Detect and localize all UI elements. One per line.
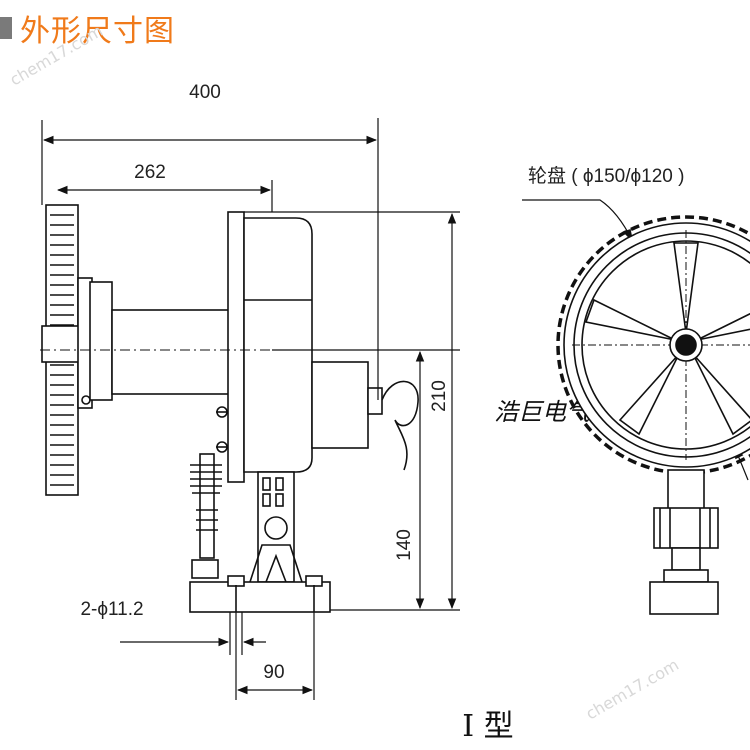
dim-height-base: 140 [394, 529, 415, 561]
dim-hole-spec: 2-ϕ11.2 [80, 599, 143, 620]
dim-shaft-length: 262 [134, 162, 166, 183]
dim-height-total: 210 [429, 380, 450, 412]
dim-overall-length: 400 [189, 82, 221, 103]
dim-hole-spacing: 90 [263, 662, 284, 683]
watermark-bottom: chem17.com [583, 655, 683, 723]
brand-label: 浩巨电气 [494, 398, 593, 426]
heading-bar [0, 17, 12, 39]
page-heading: 外形尺寸图 [0, 0, 175, 56]
wheel-label: 轮盘 ( ϕ150/ϕ120 ) [528, 165, 684, 187]
model-label: I 型 [462, 709, 513, 744]
front-wheel [522, 199, 750, 615]
watermark-top: chem17.com [7, 21, 107, 89]
page-title: 外形尺寸图 [20, 15, 175, 48]
